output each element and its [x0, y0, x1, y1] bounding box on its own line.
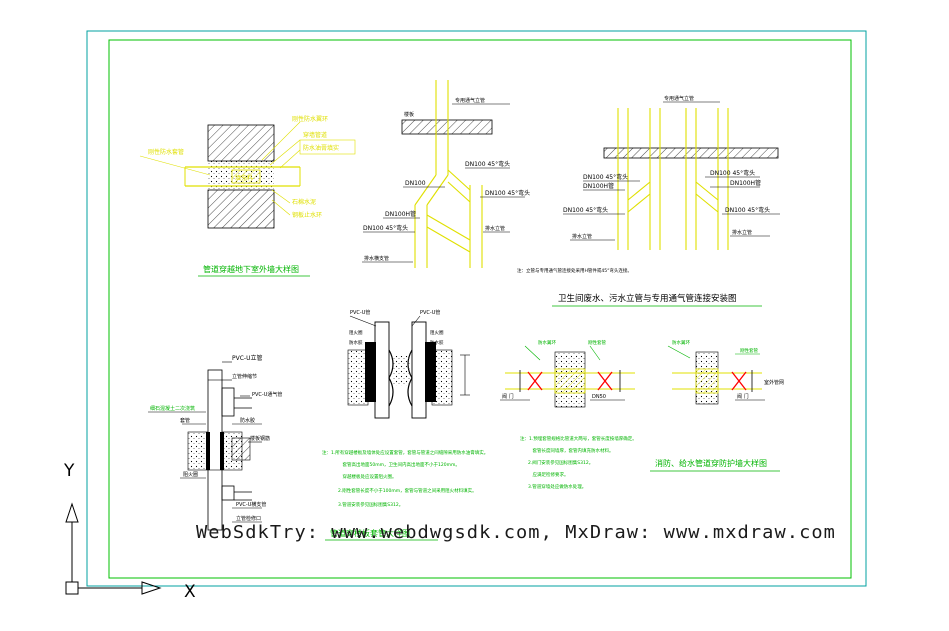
title-fire-water: 消防、给水管道穿防护墙大样图	[655, 458, 767, 468]
svg-text:防水胶: 防水胶	[430, 339, 444, 346]
svg-text:DN100 45°弯头: DN100 45°弯头	[363, 224, 408, 232]
svg-text:DN50: DN50	[592, 394, 606, 400]
note-vent: 注：立管与专用通气管连接处采用H管件或45°弯头连接。	[517, 267, 632, 274]
svg-text:防水胶: 防水胶	[349, 339, 363, 346]
svg-text:阻火圈: 阻火圈	[430, 329, 444, 336]
svg-text:PVC-U横支管: PVC-U横支管	[236, 501, 266, 508]
note-floor-sleeve-l3: 穿越楼板处应设置阻火圈。	[338, 473, 397, 480]
title-vent-connection: 卫生间废水、污水立管与专用通气管连接安装图	[558, 293, 737, 304]
note-floor-sleeve-l4: 2.刚性套管长度不小于100mm，套管与管道之间采用阻火材料填实。	[338, 487, 477, 494]
svg-text:DN100 45°弯头: DN100 45°弯头	[725, 206, 770, 214]
svg-text:填充料: 填充料	[235, 174, 253, 182]
svg-text:专用通气立管: 专用通气立管	[455, 97, 485, 104]
title-floor-sleeve: 管道穿楼板套管大样图	[330, 528, 410, 538]
svg-text:DN100H管: DN100H管	[583, 182, 614, 190]
watermark-text: WebSdkTry: www.webdwgsdk.com, MxDraw: ww…	[196, 523, 836, 543]
svg-text:排水立管: 排水立管	[732, 229, 752, 236]
ucs-icon: Y X	[63, 461, 196, 602]
svg-text:穿墙管道: 穿墙管道	[303, 131, 327, 139]
detail-floor-sleeve[interactable]: PVC-U管 PVC-U管 阻火圈 阻火圈 防水胶 防水胶	[347, 309, 470, 419]
svg-text:DN100H管: DN100H管	[385, 210, 416, 218]
detail-wall-penetration[interactable]: 刚性防水套管 刚性防水翼环 穿墙管道 防水油膏填实 填充料 石棉水泥 钢板止水环	[139, 115, 356, 229]
svg-text:细石混凝土二次浇筑: 细石混凝土二次浇筑	[150, 405, 195, 412]
svg-text:刚性防水套管: 刚性防水套管	[148, 148, 184, 156]
svg-text:刚性套管: 刚性套管	[588, 339, 606, 346]
svg-text:防水油膏填实: 防水油膏填实	[303, 144, 339, 152]
detail-protective-wall-left[interactable]: 防水翼环 刚性套管 阀 门 DN50	[500, 339, 635, 408]
label-dn100-45-a: DN100 45°弯头	[465, 160, 510, 168]
ucs-x-label: X	[184, 582, 196, 602]
note-floor-sleeve-l2: 套管高出地面50mm，卫生间内高出地面不小于120mm。	[338, 461, 460, 468]
label-valve-a: 阀 门	[502, 393, 514, 400]
detail-protective-wall-right[interactable]: 防水翼环 刚性套管 室外管网 阀 门	[667, 339, 784, 405]
note-protective-wall-l3: 2.阀门安装参见国标图集S312。	[528, 459, 593, 466]
outer-frame	[86, 30, 867, 587]
svg-text:防水翼环: 防水翼环	[672, 339, 690, 346]
inner-frame	[108, 39, 852, 579]
svg-text:楼板钢筋: 楼板钢筋	[250, 435, 270, 442]
label-pvcu-vent: PVC-U通气管	[252, 391, 282, 398]
note-floor-sleeve-l5: 3.管道安装参见国标图集S312。	[338, 501, 403, 508]
svg-text:排水立管: 排水立管	[572, 233, 592, 240]
svg-text:防水胶: 防水胶	[240, 417, 255, 424]
note-protective-wall-l2: 套管长度同墙厚，套管内填充防水材料。	[528, 447, 614, 454]
svg-text:楼板: 楼板	[404, 111, 414, 118]
svg-text:刚性防水翼环: 刚性防水翼环	[292, 115, 328, 123]
svg-text:阻火圈: 阻火圈	[183, 471, 198, 478]
svg-text:刚性套管: 刚性套管	[740, 347, 758, 354]
label-pvcu-pipe: PVC-U立管	[232, 354, 262, 362]
svg-text:DN100 45°弯头: DN100 45°弯头	[710, 169, 755, 177]
detail-pvcu-riser[interactable]: PVC-U立管 立管伸缩节 PVC-U通气管 细石混凝土二次浇筑 套管 防水胶 …	[148, 354, 282, 531]
note-protective-wall-l5: 3.管道穿墙处应做防水处理。	[528, 483, 586, 490]
svg-text:排水立管: 排水立管	[485, 225, 505, 232]
svg-text:阀 门: 阀 门	[737, 393, 749, 400]
svg-text:DN100 45°弯头: DN100 45°弯头	[583, 173, 628, 181]
svg-text:立管伸缩节: 立管伸缩节	[232, 373, 257, 380]
svg-text:立管检修口: 立管检修口	[236, 515, 261, 522]
svg-text:DN100 45°弯头: DN100 45°弯头	[485, 189, 530, 197]
svg-text:室外管网: 室外管网	[764, 379, 784, 386]
label-dn100-a: DN100	[405, 180, 426, 187]
svg-text:阻火圈: 阻火圈	[349, 329, 363, 336]
detail-vent-connection-right[interactable]: 专用通气立管 DN100 45°弯头 DN100H管 DN100 45°弯头 D…	[563, 95, 780, 250]
note-protective-wall-l4: 应满足检修要求。	[528, 471, 569, 478]
svg-text:套管: 套管	[180, 417, 190, 424]
svg-text:PVC-U管: PVC-U管	[350, 309, 370, 316]
ucs-y-label: Y	[63, 461, 75, 481]
svg-text:专用通气立管: 专用通气立管	[664, 95, 694, 102]
svg-text:排水横支管: 排水横支管	[364, 255, 389, 262]
svg-text:PVC-U管: PVC-U管	[420, 309, 440, 316]
note-floor-sleeve: 注：1.所有穿越楼板及墙体处应设置套管，套管与管道之间缝隙采用防水油膏填实。	[322, 449, 488, 456]
svg-text:石棉水泥: 石棉水泥	[292, 198, 316, 206]
detail-vent-connection-left[interactable]: 专用通气立管 楼板 DN100 45°弯头 DN100 45°弯头 DN100 …	[362, 80, 530, 268]
svg-text:DN100H管: DN100H管	[730, 179, 761, 187]
svg-text:DN100 45°弯头: DN100 45°弯头	[563, 206, 608, 214]
svg-text:钢板止水环: 钢板止水环	[292, 211, 322, 219]
title-wall-detail: 管道穿越地下室外墙大样图	[203, 264, 299, 274]
note-protective-wall: 注：1.预埋套管规格比管道大两号，套管长度按墙厚确定。	[520, 435, 637, 442]
svg-text:防水翼环: 防水翼环	[538, 339, 556, 346]
